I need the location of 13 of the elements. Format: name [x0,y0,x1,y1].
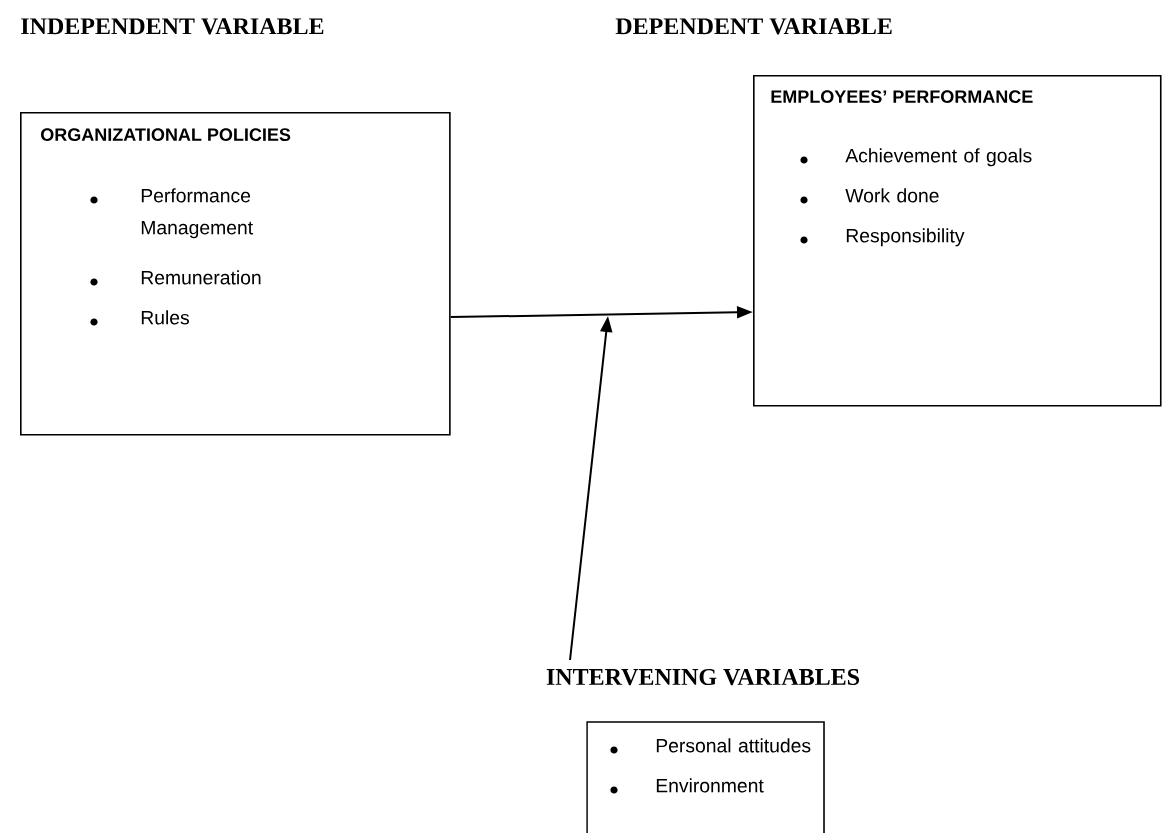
bullet-item: Achievement of goals [800,148,1032,167]
column-heading: INDEPENDENT VARIABLE [21,18,324,35]
bullet-item: Personal attitudes [610,738,811,754]
bullet-item: Responsibility [800,228,965,247]
heading: EMPLOYEES’ PERFORMANCE [771,90,1033,103]
column-heading: DEPENDENT VARIABLE [615,18,892,35]
bullet-item: Environment [610,778,764,794]
bullet-item: Work done [800,188,939,204]
bullet-item: Rules [90,310,189,326]
bullet-item: Performance Management [90,188,253,239]
heading: ORGANIZATIONAL POLICIES [41,128,291,141]
heading: INTERVENING VARIABLES [546,668,859,686]
bullet-item: Remuneration [90,270,261,286]
